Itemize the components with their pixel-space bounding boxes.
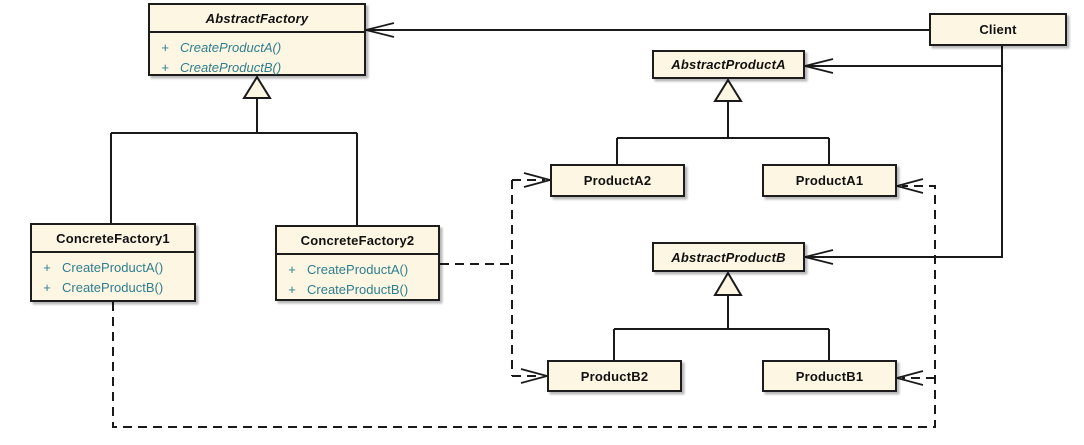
class-title: AbstractProductB: [671, 249, 786, 265]
class-title: ConcreteFactory2: [300, 232, 415, 248]
class-title: ProductB1: [795, 368, 864, 384]
class-abstract-factory: AbstractFactory + CreateProductA() + Cre…: [148, 3, 366, 76]
class-product-a2: ProductA2: [550, 164, 685, 197]
generalization-triangle-icon: [713, 271, 743, 296]
method-signature: CreateProductA(): [62, 260, 164, 275]
visibility: +: [288, 262, 296, 277]
class-product-a1: ProductA1: [762, 164, 897, 197]
generalization-triangle-icon: [713, 78, 743, 102]
open-arrow-icon: [520, 368, 548, 384]
class-concrete-factory-2: ConcreteFactory2 + CreateProductA() + Cr…: [275, 225, 440, 301]
open-arrow-icon: [896, 178, 924, 194]
open-arrow-icon: [896, 370, 924, 386]
class-title: ConcreteFactory1: [56, 230, 170, 246]
visibility: +: [43, 280, 51, 295]
class-product-b2: ProductB2: [547, 360, 682, 392]
visibility: +: [288, 282, 296, 297]
method-signature: CreateProductA(): [307, 262, 409, 277]
generalization-products-b: [613, 295, 830, 360]
generalization-factories: [110, 98, 358, 225]
visibility: +: [43, 260, 51, 275]
method-signature: CreateProductB(): [180, 60, 282, 75]
method-signature: CreateProductB(): [62, 280, 164, 295]
class-title: AbstractProductA: [671, 57, 786, 72]
method-row: + CreateProductA(): [150, 38, 364, 58]
method-signature: CreateProductA(): [180, 40, 282, 55]
class-product-b1: ProductB1: [762, 360, 897, 392]
generalization-products-a: [616, 101, 830, 164]
open-arrow-icon: [804, 58, 834, 74]
open-arrow-icon: [365, 22, 395, 38]
dependency-cf2-products: [440, 179, 545, 377]
generalization-triangle-icon: [242, 75, 272, 99]
method-row: + CreateProductB(): [277, 280, 438, 300]
class-methods: + CreateProductA() + CreateProductB(): [32, 251, 194, 300]
dependency-cf1-products: [112, 185, 936, 428]
class-title: ProductA2: [583, 173, 652, 188]
class-abstract-product-b: AbstractProductB: [652, 242, 805, 272]
class-title: Client: [979, 22, 1017, 37]
method-row: + CreateProductA(): [32, 258, 194, 278]
open-arrow-icon: [523, 172, 551, 188]
class-methods: + CreateProductA() + CreateProductB(): [150, 31, 364, 78]
method-row: + CreateProductB(): [32, 278, 194, 298]
visibility: +: [161, 60, 169, 75]
class-concrete-factory-1: ConcreteFactory1 + CreateProductA() + Cr…: [30, 223, 196, 302]
class-methods: + CreateProductA() + CreateProductB(): [277, 253, 438, 300]
method-row: + CreateProductB(): [150, 58, 364, 78]
method-row: + CreateProductA(): [277, 260, 438, 280]
class-title: AbstractFactory: [205, 10, 309, 26]
class-title: ProductA1: [795, 173, 864, 188]
association-client-abstractproductb: [805, 46, 1003, 258]
class-client: Client: [929, 13, 1067, 46]
class-title: ProductB2: [580, 368, 649, 384]
class-abstract-product-a: AbstractProductA: [652, 50, 805, 79]
method-signature: CreateProductB(): [307, 282, 409, 297]
visibility: +: [161, 40, 169, 55]
open-arrow-icon: [804, 249, 834, 265]
